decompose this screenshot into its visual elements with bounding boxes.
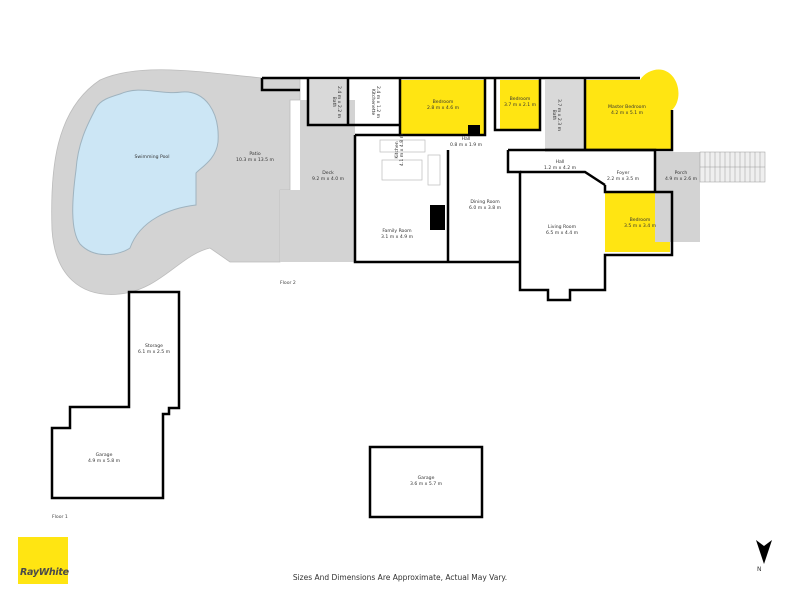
svg-text:3.1 m x 4.9 m: 3.1 m x 4.9 m	[381, 234, 414, 240]
svg-text:6.5 m x 4.4 m: 6.5 m x 4.4 m	[546, 230, 579, 236]
svg-text:Bath: Bath	[551, 110, 557, 121]
svg-text:2.8 m x 4.6 m: 2.8 m x 4.6 m	[427, 105, 460, 111]
svg-text:Patio: Patio	[249, 151, 260, 157]
walls-floor-1	[50, 290, 484, 519]
wall-block	[468, 125, 480, 135]
bath-2	[545, 80, 585, 150]
room-label: Swimming Pool	[135, 154, 170, 160]
floor-2-label: Floor 2	[280, 280, 296, 286]
svg-text:Family Room: Family Room	[382, 228, 412, 234]
svg-text:Deck: Deck	[322, 170, 334, 176]
master-bedroom	[585, 69, 679, 150]
svg-text:Foyer: Foyer	[617, 170, 630, 176]
svg-text:3.6 m x 5.7 m: 3.6 m x 5.7 m	[410, 481, 443, 487]
svg-text:4.1 m x 4.8 m: 4.1 m x 4.8 m	[399, 133, 405, 166]
north-arrow-icon	[756, 540, 772, 564]
brand-name: RayWhite	[20, 567, 69, 578]
svg-text:1.2 m x 4.2 m: 1.2 m x 4.2 m	[544, 165, 577, 171]
porch-stairs	[699, 151, 766, 183]
bath-1	[308, 80, 348, 125]
fireplace-block	[430, 205, 445, 230]
north-label: N	[757, 566, 762, 573]
svg-text:Kitchen: Kitchen	[394, 141, 400, 158]
porch	[655, 152, 700, 242]
svg-text:4.9 m x 2.6 m: 4.9 m x 2.6 m	[665, 176, 698, 182]
svg-text:2.2 m x 3.5 m: 2.2 m x 3.5 m	[607, 176, 640, 182]
svg-text:Storage: Storage	[145, 343, 163, 349]
svg-text:0.8 m x 1.9 m: 0.8 m x 1.9 m	[450, 142, 483, 148]
svg-text:10.3 m x 13.5 m: 10.3 m x 13.5 m	[236, 157, 274, 163]
walls-floor-2	[260, 76, 674, 302]
svg-text:Kitchenette: Kitchenette	[370, 89, 376, 116]
svg-text:6.0 m x 3.8 m: 6.0 m x 3.8 m	[469, 205, 502, 211]
floor-1-label: Floor 1	[52, 514, 68, 520]
svg-text:4.2 m x 5.1 m: 4.2 m x 5.1 m	[611, 110, 644, 116]
svg-text:Dining Room: Dining Room	[470, 199, 500, 205]
disclaimer-text: Sizes And Dimensions Are Approximate, Ac…	[292, 573, 508, 582]
svg-text:Hall: Hall	[556, 159, 565, 165]
raywhite-logo: RayWhite	[18, 537, 69, 584]
svg-text:3.7 m x 2.1 m: 3.7 m x 2.1 m	[504, 102, 537, 108]
svg-text:Bedroom: Bedroom	[510, 96, 531, 102]
svg-text:Living Room: Living Room	[548, 224, 577, 230]
swimming-pool	[72, 89, 219, 256]
svg-text:Bath: Bath	[331, 97, 337, 108]
bedroom-2	[500, 80, 540, 130]
svg-text:Master Bedroom: Master Bedroom	[608, 104, 646, 110]
svg-text:2.4 m x 2.2 m: 2.4 m x 2.2 m	[336, 86, 342, 119]
svg-text:Garage: Garage	[418, 475, 435, 481]
svg-text:3.5 m x 3.4 m: 3.5 m x 3.4 m	[624, 223, 657, 229]
svg-text:Garage: Garage	[96, 452, 113, 458]
room-labels: Swimming Pool Patio 10.3 m x 13.5 m Deck…	[52, 86, 698, 520]
svg-text:6.1 m x 2.5 m: 6.1 m x 2.5 m	[138, 349, 171, 355]
kitchen-fixtures	[379, 139, 441, 186]
svg-text:Bedroom: Bedroom	[433, 99, 454, 105]
svg-text:3.7 m x 2.3 m: 3.7 m x 2.3 m	[556, 99, 562, 132]
svg-text:9.2 m x 4.0 m: 9.2 m x 4.0 m	[312, 176, 345, 182]
svg-text:Porch: Porch	[675, 170, 688, 176]
svg-text:4.9 m x 5.8 m: 4.9 m x 5.8 m	[88, 458, 121, 464]
svg-text:Hall: Hall	[462, 136, 471, 142]
svg-text:2.4 m x 1.2 m: 2.4 m x 1.2 m	[375, 86, 381, 119]
svg-text:Bedroom: Bedroom	[630, 217, 651, 223]
